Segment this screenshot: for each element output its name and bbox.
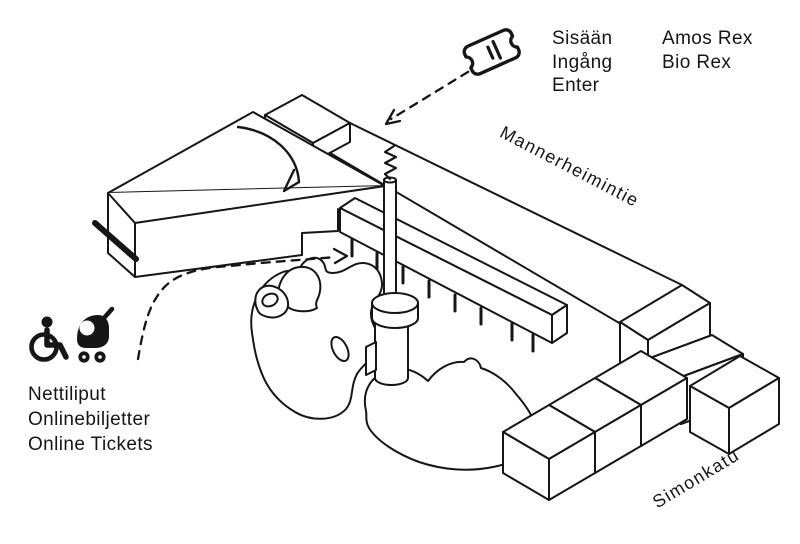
wedge-building: [92, 111, 386, 278]
skylight-ellipse: [330, 335, 350, 363]
ticket-icon: [462, 28, 521, 76]
roof-curved-arrow: [236, 125, 301, 193]
plaza-dome-blobs: [250, 256, 537, 471]
entrance-arrow-path: [384, 62, 483, 126]
ring-blob-inner: [261, 292, 279, 308]
venue-label: Amos Rex Bio Rex: [662, 27, 753, 74]
online-tickets-label-line: Onlinebiljetter: [28, 409, 151, 430]
online-tickets-label: Nettiliput Onlinebiljetter Online Ticket…: [28, 382, 153, 457]
entrance-handle-mark: [92, 220, 139, 262]
colonnade-posts: [350, 238, 535, 353]
venue-label-line: Bio Rex: [662, 51, 732, 73]
online-tickets-label-line: Nettiliput: [28, 384, 106, 405]
online-tickets-label-line: Online Tickets: [28, 434, 153, 455]
block-front-right: [689, 355, 780, 455]
city-blocks: [502, 284, 780, 501]
stroller-icon: [77, 306, 115, 363]
block-cube-1: [502, 404, 596, 501]
entrance-label-line: Ingång: [552, 51, 613, 73]
tower-disc: [371, 292, 419, 329]
online-tickets-path: [136, 247, 349, 361]
venue-label-line: Amos Rex: [662, 28, 753, 49]
large-blob-south: [363, 357, 537, 471]
tower-spiral: [383, 144, 398, 181]
steps: [301, 208, 339, 256]
entrance-label: Sisään Ingång Enter: [552, 27, 613, 98]
clock-tower: [365, 144, 419, 386]
wheelchair-icon: [29, 316, 69, 362]
entrance-label-line: Sisään: [552, 28, 613, 49]
tower-box: [365, 341, 377, 376]
entrance-label-line: Enter: [552, 75, 600, 96]
